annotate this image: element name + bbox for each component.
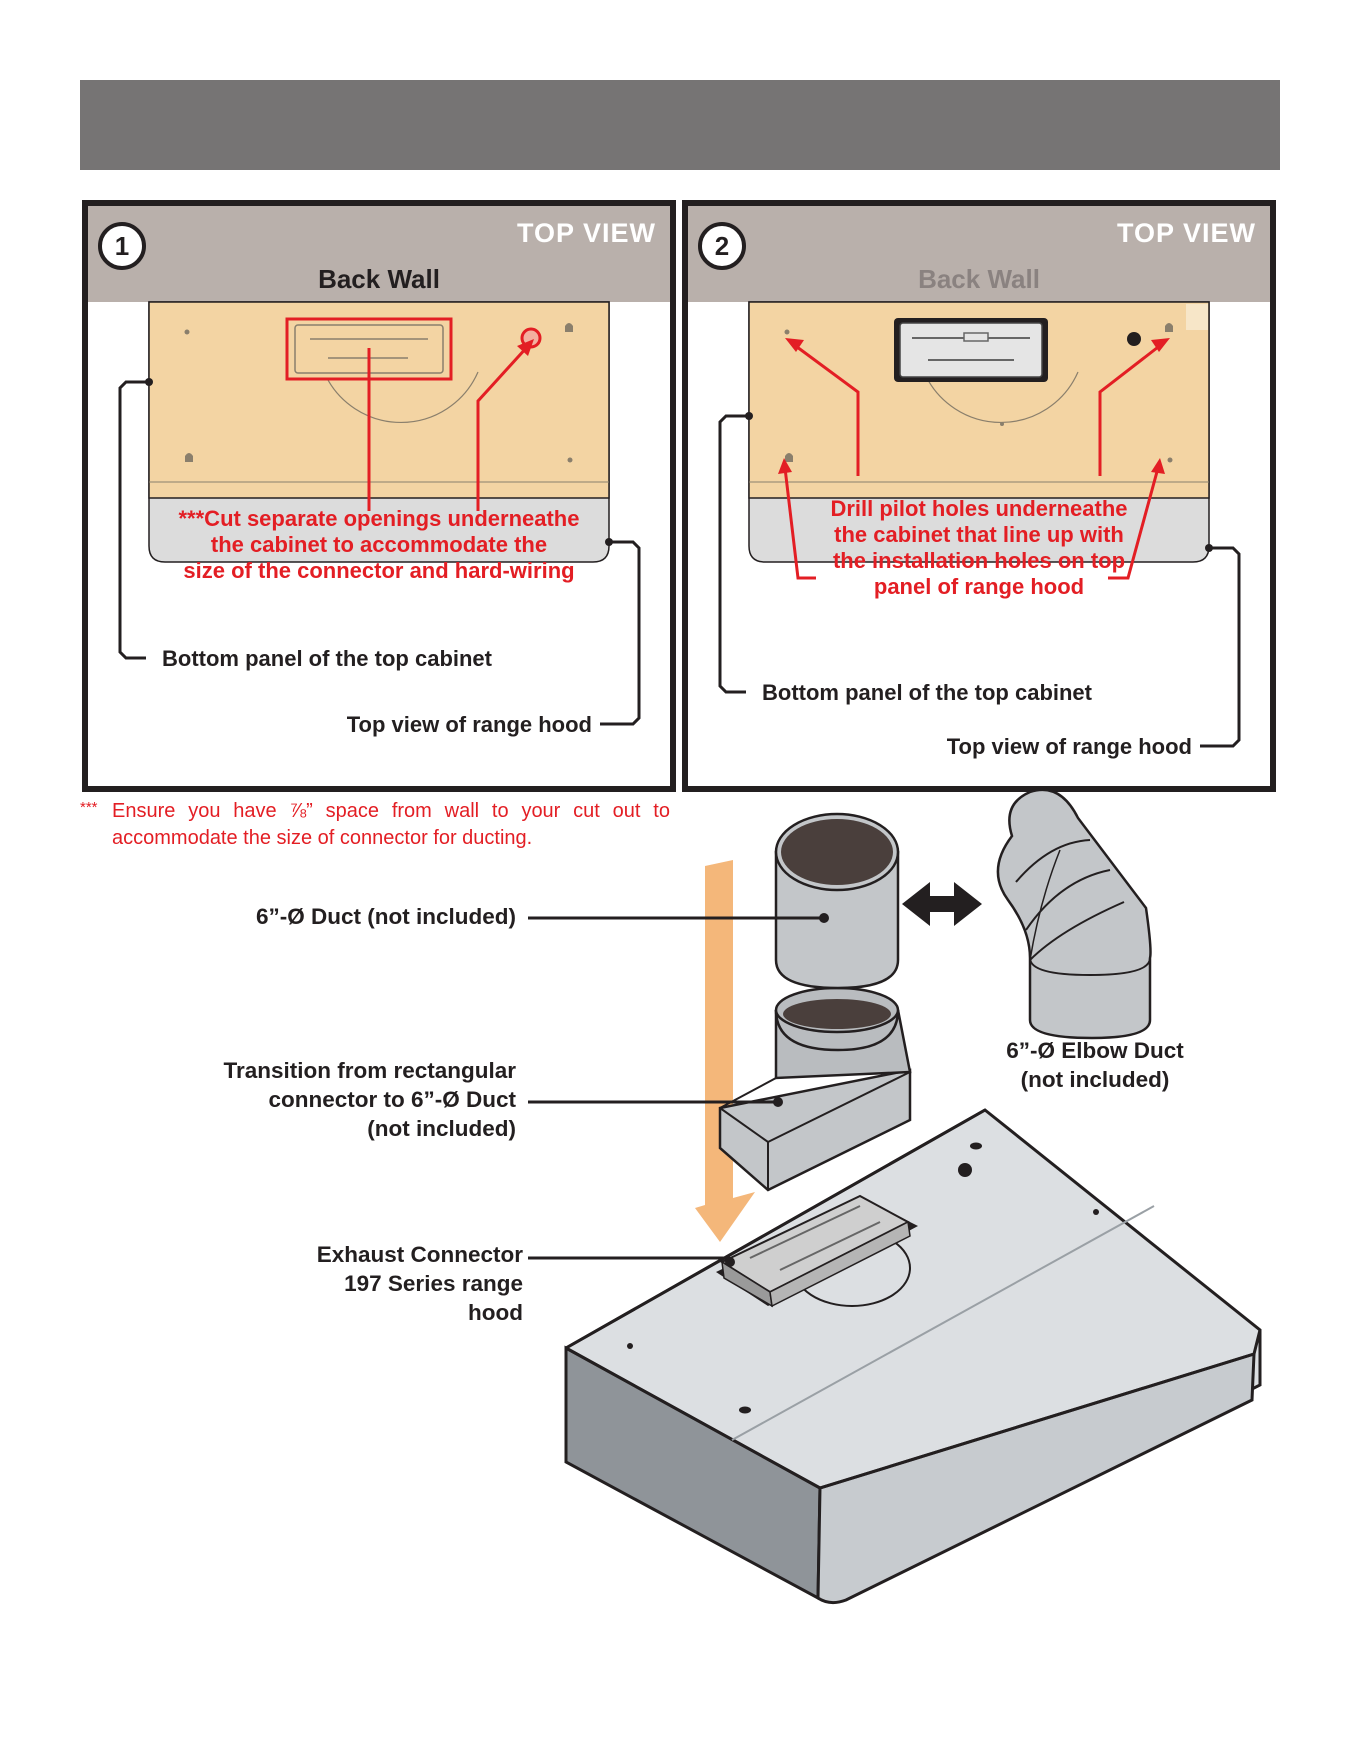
back-wall-label: Back Wall — [318, 264, 440, 294]
top-view-label: TOP VIEW — [1116, 218, 1256, 248]
step-number: 1 — [98, 222, 146, 270]
transition-duct — [718, 1068, 912, 1192]
header-band — [80, 80, 1280, 170]
range-hood-label: Top view of range hood — [946, 734, 1192, 759]
step-number: 2 — [698, 222, 746, 270]
range-hood-top — [564, 1108, 1262, 1600]
duct-label: 6”-Ø Duct (not included) — [256, 904, 516, 929]
range-hood-side — [816, 1351, 1256, 1605]
note-asterisks: *** — [80, 799, 98, 816]
back-wall-band — [688, 206, 1270, 302]
elbow-duct — [996, 788, 1152, 1040]
instruction-text: Drill pilot holes underneathe the cabine… — [830, 496, 1128, 599]
range-hood-front — [564, 1345, 822, 1601]
clearance-note: *** Ensure you have ⅞” space from wall t… — [80, 798, 670, 852]
instruction-text: ***Cut separate openings underneathe the… — [178, 506, 580, 583]
blower-circle — [323, 371, 479, 424]
back-wall-label: Back Wall — [918, 264, 1040, 294]
transition-label: Transition from rectangular connector to… — [223, 1058, 516, 1141]
wiring-hole — [1127, 332, 1141, 346]
straight-duct — [774, 850, 900, 990]
direction-arrow — [695, 860, 755, 1242]
interchange-arrow — [902, 882, 982, 926]
cabinet-panel-label: Bottom panel of the top cabinet — [162, 646, 492, 671]
top-view-label: TOP VIEW — [516, 218, 656, 248]
panel-step-1: 1 TOP VIEW Back Wall ***Cut separate ope… — [82, 200, 676, 792]
exhaust-connector-3d — [716, 1200, 918, 1306]
back-wall-band — [88, 206, 670, 302]
panel-1-drawing — [118, 301, 641, 726]
panel-step-2: 2 TOP VIEW Back Wall — [682, 200, 1276, 792]
panel-2-drawing — [718, 301, 1241, 748]
exhaust-connector-label: Exhaust Connector 197 Series range hood — [316, 1242, 523, 1325]
note-text: Ensure you have ⅞” space from wall to yo… — [112, 800, 670, 849]
elbow-duct-label: 6”-Ø Elbow Duct (not included) — [1006, 1038, 1184, 1092]
cabinet-panel-label: Bottom panel of the top cabinet — [762, 680, 1092, 705]
range-hood-label: Top view of range hood — [346, 712, 592, 737]
